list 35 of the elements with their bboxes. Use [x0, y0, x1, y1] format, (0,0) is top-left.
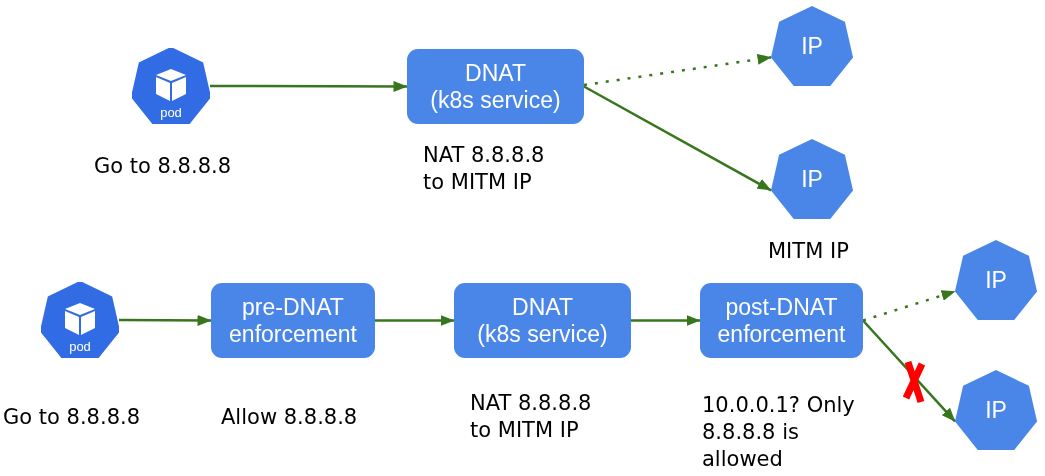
node-label: DNAT (k8s service): [430, 59, 561, 114]
node-label: IP: [801, 165, 823, 193]
node-label: post-DNAT enforcement: [717, 293, 846, 348]
process-box: [454, 283, 631, 358]
annotation-text: 10.0.0.1? Only 8.8.8.8 is allowed: [702, 392, 855, 473]
arrow: [210, 80, 408, 92]
arrow: [631, 315, 701, 326]
node-label: IP: [801, 32, 823, 60]
node-label: IP: [985, 266, 1007, 294]
heptagon-node: [955, 370, 1037, 450]
annotation-text: NAT 8.8.8.8 to MITM IP: [470, 390, 592, 444]
process-box: [211, 283, 375, 358]
node-label: DNAT (k8s service): [477, 293, 608, 348]
annotation-text: Go to 8.8.8.8: [94, 153, 232, 180]
annotation-text: NAT 8.8.8.8 to MITM IP: [423, 142, 545, 196]
node-label: pod: [69, 339, 91, 354]
node-label: pre-DNAT enforcement: [229, 293, 357, 348]
node-label: IP: [985, 396, 1007, 424]
heptagon-node: [771, 139, 853, 219]
arrow: [119, 314, 212, 326]
pod-heptagon: [132, 48, 210, 124]
pod-heptagon: [41, 282, 119, 358]
annotation-text: Allow 8.8.8.8: [221, 404, 358, 431]
arrow: [862, 319, 956, 423]
arrow: [583, 85, 772, 192]
arrow: [583, 53, 772, 87]
process-box: [700, 283, 863, 358]
arrow: [375, 315, 455, 326]
heptagon-node: [955, 240, 1037, 320]
annotation-text: Go to 8.8.8.8: [3, 404, 141, 431]
annotation-text: MITM IP: [768, 238, 849, 265]
process-box: [407, 49, 584, 124]
node-label: pod: [160, 105, 182, 120]
arrow: [862, 290, 956, 322]
heptagon-node: [771, 6, 853, 86]
